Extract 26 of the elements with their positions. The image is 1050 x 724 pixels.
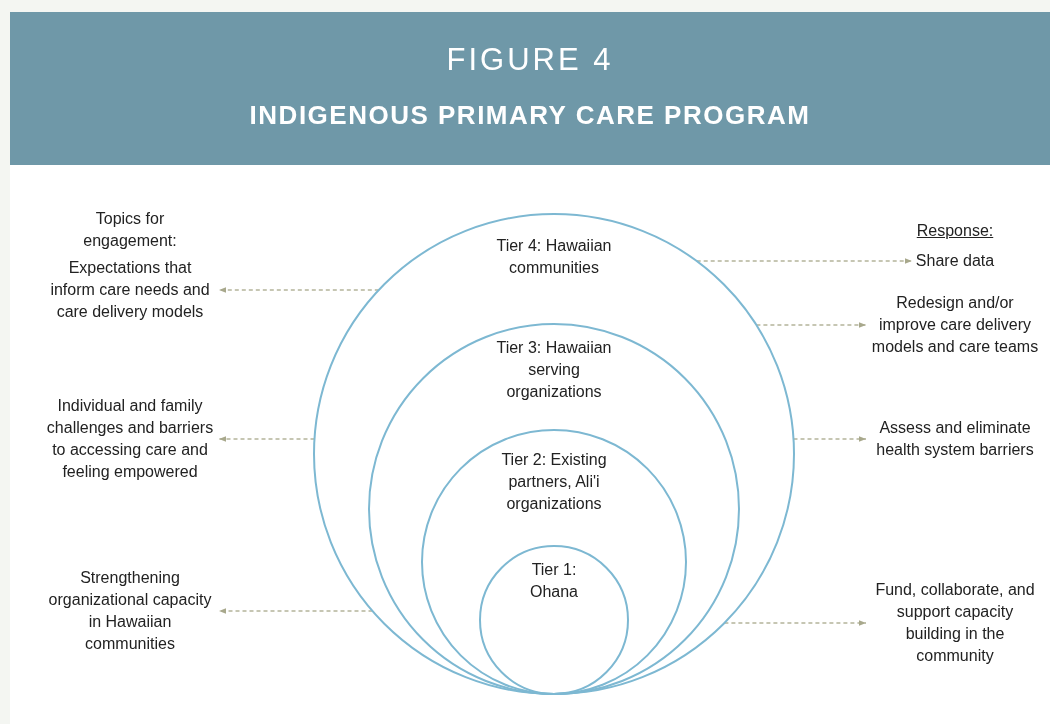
tier-circle (421, 429, 687, 695)
figure-number: FIGURE 4 (445, 42, 615, 78)
tier-circle (313, 213, 795, 695)
topic-text: Redesign and/or improve care delivery models and care teams (870, 293, 1040, 357)
topic-text: Share data (915, 251, 995, 271)
column-heading: Topics for engagement: (82, 209, 178, 251)
tier-label: Tier 2: Existing partners, Ali'i organizations (500, 450, 608, 514)
topic-text: Strengthening organizational capacity in Hawaiian communities (47, 568, 213, 654)
tier-label: Tier 4: Hawaiian communities (495, 236, 613, 278)
tier-label: Tier 3: Hawaiian serving organizations (495, 338, 613, 402)
dashed-arrow (755, 322, 867, 328)
dashed-arrow (218, 287, 380, 293)
tier-circle (479, 545, 629, 695)
tier-label: Tier 1: Ohana (528, 560, 579, 602)
topic-text: Assess and eliminate health system barriers (875, 418, 1035, 460)
figure-title: INDIGENOUS PRIMARY CARE PROGRAM (248, 100, 812, 131)
dashed-arrow (218, 608, 374, 614)
dashed-arrow (218, 436, 316, 442)
dashed-arrow (723, 620, 867, 626)
column-heading: Response: (915, 221, 995, 241)
dashed-arrow (792, 436, 867, 442)
dashed-arrow (696, 258, 913, 264)
tier-circle (368, 323, 740, 695)
topic-text: Individual and family challenges and barriers to accessing care and feeling empowered (45, 396, 215, 482)
topic-text: Expectations that inform care needs and care delivery models (49, 258, 211, 322)
topic-text: Fund, collaborate, and support capacity building in the community (874, 580, 1036, 666)
